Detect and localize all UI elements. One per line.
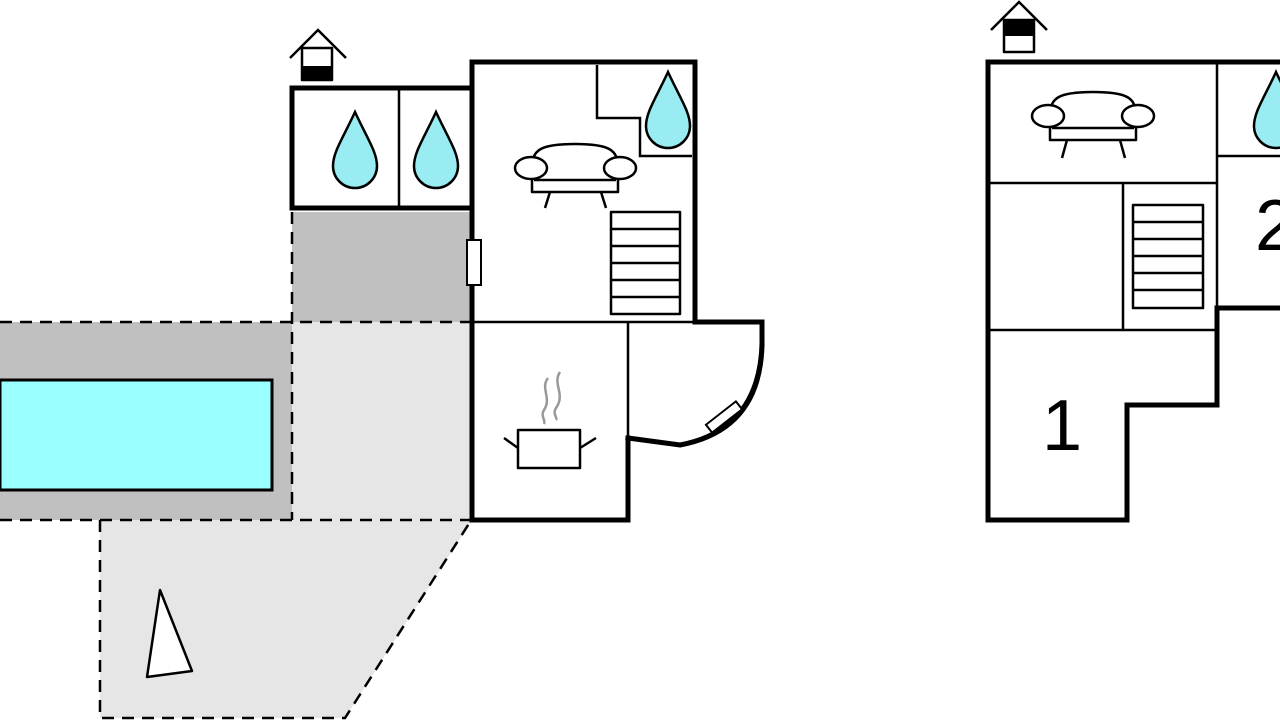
terrace-upper bbox=[292, 212, 472, 322]
water-drop-icon bbox=[644, 69, 692, 150]
ground-floor bbox=[0, 28, 765, 720]
north-arrow-icon bbox=[145, 588, 194, 679]
sofa-icon bbox=[513, 142, 638, 209]
entrance-house-icon bbox=[990, 0, 1048, 54]
upper-outer-walls bbox=[985, 59, 1280, 523]
water-drop-icon bbox=[331, 109, 379, 190]
swimming-pool bbox=[0, 378, 274, 492]
door-icon bbox=[704, 399, 744, 435]
cooking-pot-icon bbox=[503, 371, 597, 470]
water-drop-icon bbox=[412, 109, 460, 190]
water-drop-icon bbox=[1252, 69, 1280, 150]
upper-floor: 1 2 bbox=[985, 0, 1280, 523]
entrance-house-icon bbox=[289, 28, 347, 82]
door-icon bbox=[466, 239, 482, 286]
room-label-2: 2 bbox=[1255, 186, 1280, 266]
kitchen-outer-walls bbox=[469, 282, 631, 523]
garden-dashed-outline bbox=[98, 520, 472, 720]
terrace-light-area bbox=[292, 322, 472, 520]
sofa-icon bbox=[1030, 90, 1156, 159]
garden-area bbox=[100, 520, 472, 718]
main-outer-walls bbox=[469, 59, 765, 348]
corner-bathroom-walls bbox=[595, 65, 692, 158]
stairs-icon bbox=[609, 210, 682, 316]
bathroom-block-walls bbox=[289, 85, 475, 211]
entrance-curved-wall bbox=[625, 342, 765, 448]
stairs-icon bbox=[1131, 203, 1205, 310]
room-label-1: 1 bbox=[1042, 386, 1082, 466]
